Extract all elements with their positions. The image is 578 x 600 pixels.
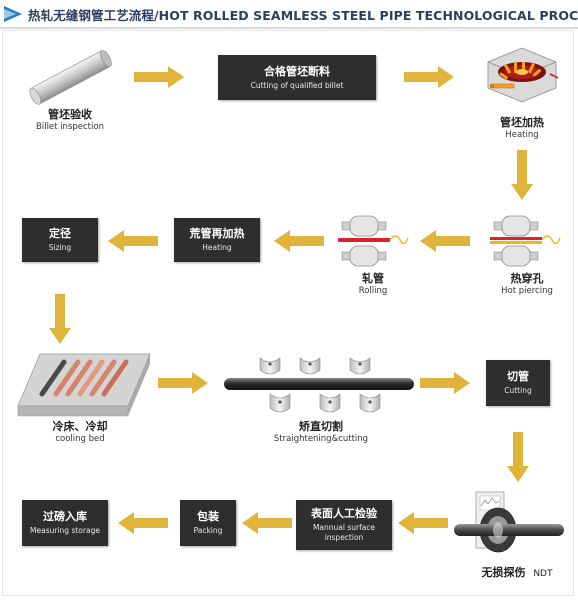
step-label-zh: 管坯验收 <box>48 108 92 121</box>
rolling-mill-icon <box>338 215 409 267</box>
step-measuring-storage: 过磅入库 Measuring storage <box>22 500 108 546</box>
step-cutting-billet: 合格管坯断料 Cutting of qualified billet <box>218 55 376 100</box>
arrow-right-icon <box>158 372 208 394</box>
step-label-zh: 合格管坯断料 <box>264 64 330 78</box>
ndt-label-zh: 无损探伤 <box>481 566 526 579</box>
step-cutting: 切管 Cutting <box>486 360 550 406</box>
step-label-en: Cutting <box>504 386 532 395</box>
step-label-zh: 矫直切割 <box>299 420 343 433</box>
step-packing: 包装 Packing <box>180 500 236 546</box>
step-ndt: 无损探伤 NDT <box>470 566 564 581</box>
step-label-en: Packing <box>193 526 223 535</box>
diagram-frame <box>2 30 574 596</box>
step-label-zh: 荒管再加热 <box>189 227 245 240</box>
arrow-left-icon <box>274 230 324 252</box>
arrow-down-icon <box>507 432 529 482</box>
step-label-zh: 无损探伤 NDT <box>470 566 564 581</box>
arrow-down-icon <box>511 150 533 200</box>
step-label-en: Hot piercing <box>501 286 553 296</box>
step-heating: 管坯加热 Heating <box>480 116 564 141</box>
step-label-en: Rolling <box>358 286 388 296</box>
step-label-zh: 切管 <box>507 370 529 383</box>
step-label-zh: 表面人工检验 <box>311 507 377 520</box>
arrow-right-icon <box>420 372 470 394</box>
step-label-en: Heating <box>505 130 539 140</box>
page-title: 热轧无缝钢管工艺流程/HOT ROLLED SEAMLESS STEEL PIP… <box>28 8 578 23</box>
step-hot-piercing: 热穿孔 Hot piercing <box>486 272 568 297</box>
step-straightening: 矫直切割 Straightening&cutting <box>256 420 386 445</box>
step-label-en: Mannual surface inspection <box>312 523 376 542</box>
arrow-right-icon <box>404 66 454 88</box>
step-label-zh: 管坯加热 <box>500 116 544 129</box>
step-label-en: Straightening&cutting <box>273 434 369 444</box>
ndt-machine-icon <box>454 491 564 553</box>
step-label-zh: 过磅入库 <box>43 510 87 523</box>
header: 热轧无缝钢管工艺流程/HOT ROLLED SEAMLESS STEEL PIP… <box>0 0 578 26</box>
step-label-zh: 包装 <box>197 510 219 523</box>
billet-icon <box>29 50 112 105</box>
logo-mark-icon <box>4 6 22 22</box>
step-label-zh: 冷床、冷却 <box>52 420 108 433</box>
step-label-en: Billet inspection <box>36 122 104 132</box>
step-label-en: Cutting of qualified billet <box>250 80 344 90</box>
step-label-en: Measuring storage <box>30 526 100 535</box>
arrow-left-icon <box>108 230 158 252</box>
step-label-en: Sizing <box>48 243 72 252</box>
arrow-left-icon <box>420 230 470 252</box>
arrow-left-icon <box>398 512 448 534</box>
straightening-machine-icon <box>224 357 414 413</box>
step-label-en: cooling bed <box>55 434 105 444</box>
ndt-label-en: NDT <box>533 569 553 579</box>
step-surface-inspection: 表面人工检验 Mannual surface inspection <box>296 500 392 550</box>
piercing-mill-icon <box>490 215 561 267</box>
step-label-zh: 定径 <box>49 227 71 240</box>
arrow-down-icon <box>49 294 71 344</box>
arrow-left-icon <box>242 512 292 534</box>
arrow-left-icon <box>118 512 168 534</box>
step-label-zh: 热穿孔 <box>510 272 544 285</box>
step-rolling: 轧管 Rolling <box>338 272 408 297</box>
furnace-icon <box>487 47 559 103</box>
cooling-bed-icon <box>17 353 151 417</box>
step-reheating: 荒管再加热 Heating <box>174 218 260 262</box>
step-label-en: Heating <box>202 243 232 252</box>
step-sizing: 定径 Sizing <box>22 218 98 262</box>
arrow-right-icon <box>134 66 184 88</box>
step-label-zh: 轧管 <box>362 272 384 285</box>
step-billet-inspection: 管坯验收 Billet inspection <box>18 108 122 133</box>
header-divider <box>0 27 578 29</box>
step-cooling-bed: 冷床、冷却 cooling bed <box>30 420 130 445</box>
